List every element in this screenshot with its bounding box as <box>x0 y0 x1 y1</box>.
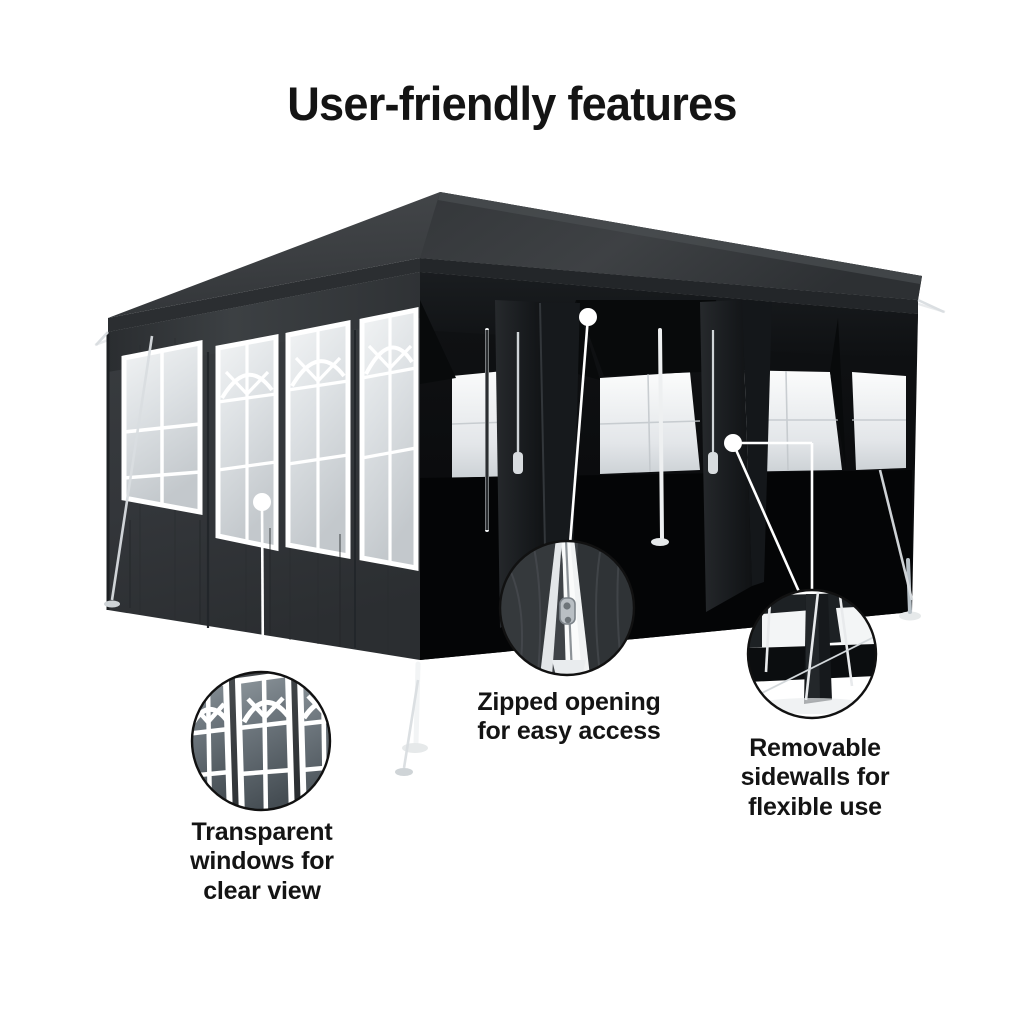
anchor-dot-zip <box>579 308 597 326</box>
anchor-dot-sidewalls <box>724 434 742 452</box>
callout-anchor-dots <box>253 308 742 511</box>
anchor-dot-windows <box>253 493 271 511</box>
door-curtain-centre <box>495 300 580 628</box>
leader-line-windows <box>260 501 265 677</box>
callout-circle-transparent-windows[interactable] <box>186 670 346 818</box>
ground-stakes <box>104 600 413 776</box>
canopy-roof-ridge <box>438 192 922 284</box>
callout-caption-zipped-opening: Zipped opening for easy access <box>477 688 661 746</box>
guy-lines <box>95 298 945 769</box>
callout-leader-lines <box>260 316 814 677</box>
arched-window-bay-1 <box>215 333 279 552</box>
callout-caption-transparent-windows: Transparent windows for clear view <box>190 818 334 905</box>
callout-circle-zipped-opening[interactable] <box>498 538 636 677</box>
callout-circle-removable-sidewalls[interactable] <box>746 588 878 720</box>
callout-caption-removable-sidewalls: Removable sidewalls for flexible use <box>740 734 890 821</box>
arched-window-bay-3 <box>359 306 419 572</box>
window-panel-plain <box>121 339 203 516</box>
sidewall-bottom-folds <box>129 520 341 646</box>
canopy-eave-left <box>108 258 420 332</box>
arched-window-bay-2 <box>285 319 351 559</box>
page-title: User-friendly features <box>287 77 737 130</box>
window-panel-arched <box>215 306 419 572</box>
door-curtain-right <box>700 300 772 612</box>
leader-line-sidewalls <box>731 442 802 595</box>
canopy-eave-right <box>420 258 918 314</box>
canopy-roof-right-slope <box>420 192 922 300</box>
leader-line-zip <box>568 316 590 545</box>
